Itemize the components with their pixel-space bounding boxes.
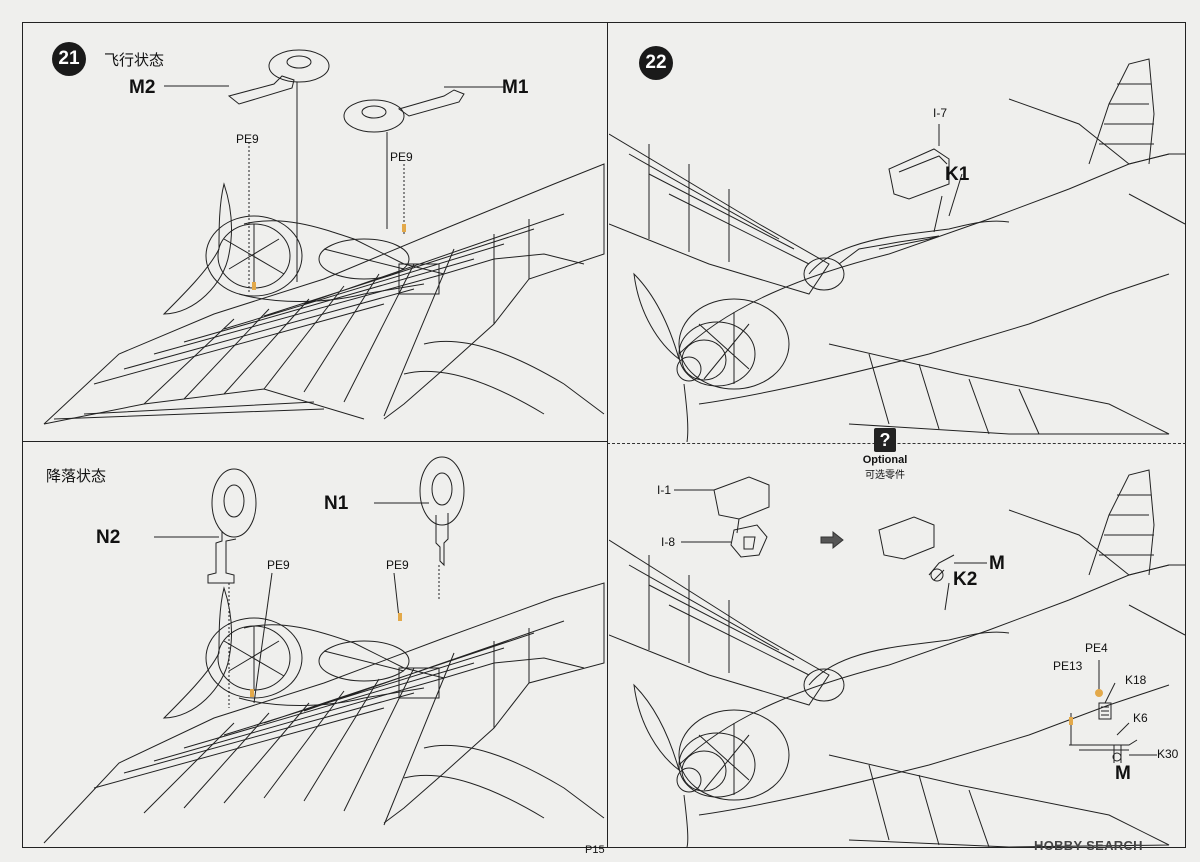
- callout-i1: I-1: [657, 483, 672, 497]
- callout-pe4: PE4: [1085, 641, 1108, 655]
- callout-pe9-right: PE9: [386, 558, 409, 572]
- callout-pe13: PE13: [1053, 659, 1083, 673]
- watermark: HOBBY SEARCH: [1034, 838, 1143, 853]
- callout-i7: I-7: [933, 106, 948, 120]
- callout-k30: K30: [1157, 747, 1179, 761]
- optional-label: Optional: [862, 454, 908, 466]
- callout-n1: N1: [324, 493, 349, 514]
- callout-k18: K18: [1125, 673, 1147, 687]
- callout-m-bottom: M: [1115, 763, 1131, 784]
- optional-parts-badge: ? Optional 可选零件: [856, 428, 914, 481]
- callout-pe9-left: PE9: [267, 558, 290, 572]
- horizontal-divider-left: [22, 441, 607, 442]
- step21-landing-panel: 降落状态 N2 N1 PE9 PE9: [24, 443, 606, 847]
- aircraft-wing-drawing-landing: [43, 456, 605, 844]
- callout-k1: K1: [945, 164, 970, 185]
- callout-m1: M1: [502, 77, 529, 98]
- callout-pe9-right: PE9: [390, 150, 413, 164]
- callout-m-top: M: [989, 553, 1005, 574]
- optional-label-cn: 可选零件: [865, 470, 905, 481]
- horizontal-divider-right-dashed: [607, 443, 1186, 444]
- flight-state-label: 飞行状态: [104, 52, 165, 69]
- callout-k2: K2: [953, 569, 978, 590]
- callout-i8: I-8: [661, 535, 676, 549]
- callout-k6: K6: [1133, 711, 1148, 725]
- step-number-badge: 21: [52, 42, 86, 76]
- aircraft-wing-drawing-flight: [43, 49, 605, 425]
- callout-n2: N2: [96, 527, 121, 548]
- step-number-badge: 22: [639, 46, 673, 80]
- step22-canopy-panel: 22 I-7 K1: [609, 24, 1185, 442]
- landing-state-label: 降落状态: [46, 468, 107, 485]
- step21-flight-panel: 21 飞行状态 M2 M1 PE9 PE9: [24, 24, 606, 440]
- vertical-divider: [607, 22, 608, 848]
- aircraft-fuselage-drawing: [609, 58, 1185, 442]
- callout-pe9-left: PE9: [236, 132, 259, 146]
- step22-optional-panel: I-1 I-8 M K2 PE4 PE13 K18 K6 K30 M: [609, 445, 1185, 847]
- callout-m2: M2: [129, 77, 156, 98]
- aircraft-fuselage-drawing-optional: [609, 469, 1185, 847]
- page-number: P15: [585, 844, 605, 856]
- page-frame: [22, 22, 1186, 848]
- question-mark-icon: ?: [874, 428, 896, 452]
